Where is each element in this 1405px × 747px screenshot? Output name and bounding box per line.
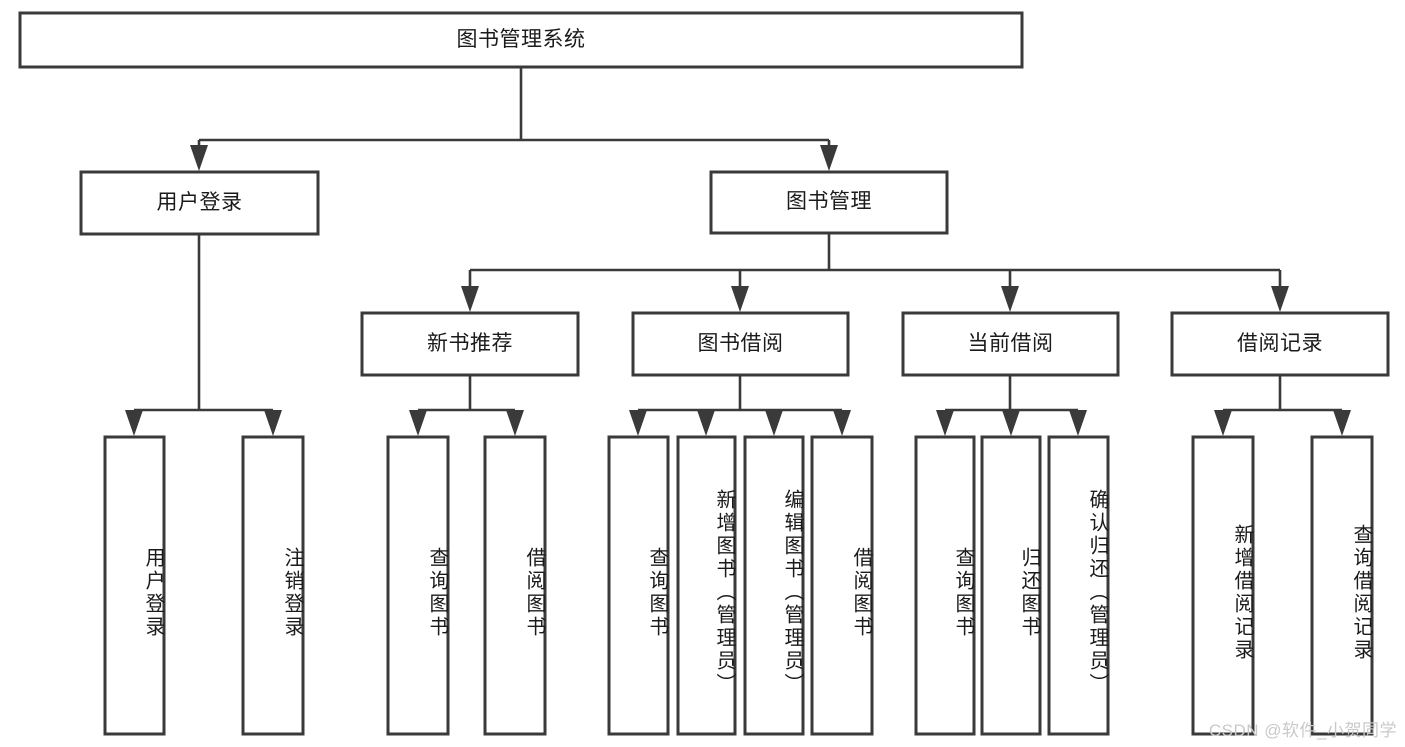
node-box-root[interactable]	[18, 11, 1024, 69]
arrowhead-icon	[264, 410, 282, 436]
node-box-leaf-borrow-book-rec[interactable]	[483, 435, 547, 736]
arrowhead-icon	[1069, 410, 1087, 436]
connector-c-borrow-record	[1214, 375, 1351, 436]
node-box-book-borrow[interactable]	[631, 311, 850, 377]
node-box-leaf-query-book-rec[interactable]	[386, 435, 450, 736]
arrowhead-icon	[190, 145, 208, 171]
connector-c-book-manage	[461, 233, 1289, 312]
node-box-leaf-add-record[interactable]	[1191, 435, 1255, 736]
arrowhead-icon	[833, 410, 851, 436]
connector-c-current-borrow	[936, 375, 1087, 436]
arrowhead-icon	[125, 410, 143, 436]
node-box-new-book-recommend[interactable]	[360, 311, 580, 377]
node-box-leaf-confirm-return[interactable]	[1047, 435, 1110, 736]
node-box-leaf-query-book-cur[interactable]	[914, 435, 976, 736]
node-box-leaf-borrow-book-bor[interactable]	[810, 435, 874, 736]
node-box-leaf-edit-book[interactable]	[743, 435, 805, 736]
node-box-leaf-query-book-bor[interactable]	[607, 435, 670, 736]
arrowhead-icon	[1214, 410, 1232, 436]
node-box-leaf-user-login[interactable]	[103, 435, 166, 736]
connector-c-root	[190, 67, 838, 171]
node-box-leaf-logout[interactable]	[241, 435, 305, 736]
arrowhead-icon	[1333, 410, 1351, 436]
box-layer	[18, 11, 1390, 736]
connector-c-user-login	[125, 234, 282, 436]
arrowhead-icon	[461, 286, 479, 312]
node-box-user-login[interactable]	[79, 170, 320, 236]
arrowhead-icon	[765, 410, 783, 436]
arrowhead-icon	[731, 286, 749, 312]
watermark-text: CSDN @软件_小贺同学	[1208, 721, 1397, 740]
node-box-leaf-add-book[interactable]	[676, 435, 737, 736]
connector-c-new-book	[409, 375, 524, 436]
arrowhead-icon	[820, 145, 838, 171]
node-box-current-borrow[interactable]	[901, 311, 1120, 377]
node-box-borrow-record[interactable]	[1170, 311, 1390, 377]
connector-layer	[125, 67, 1351, 436]
arrowhead-icon	[936, 410, 954, 436]
connector-c-book-borrow	[629, 375, 851, 436]
arrowhead-icon	[409, 410, 427, 436]
node-box-leaf-query-record[interactable]	[1310, 435, 1374, 736]
arrowhead-icon	[697, 410, 715, 436]
arrowhead-icon	[1001, 286, 1019, 312]
node-box-book-manage[interactable]	[709, 170, 949, 235]
arrowhead-icon	[1271, 286, 1289, 312]
arrowhead-icon	[1002, 410, 1020, 436]
arrowhead-icon	[629, 410, 647, 436]
arrowhead-icon	[506, 410, 524, 436]
node-box-leaf-return-book[interactable]	[980, 435, 1042, 736]
